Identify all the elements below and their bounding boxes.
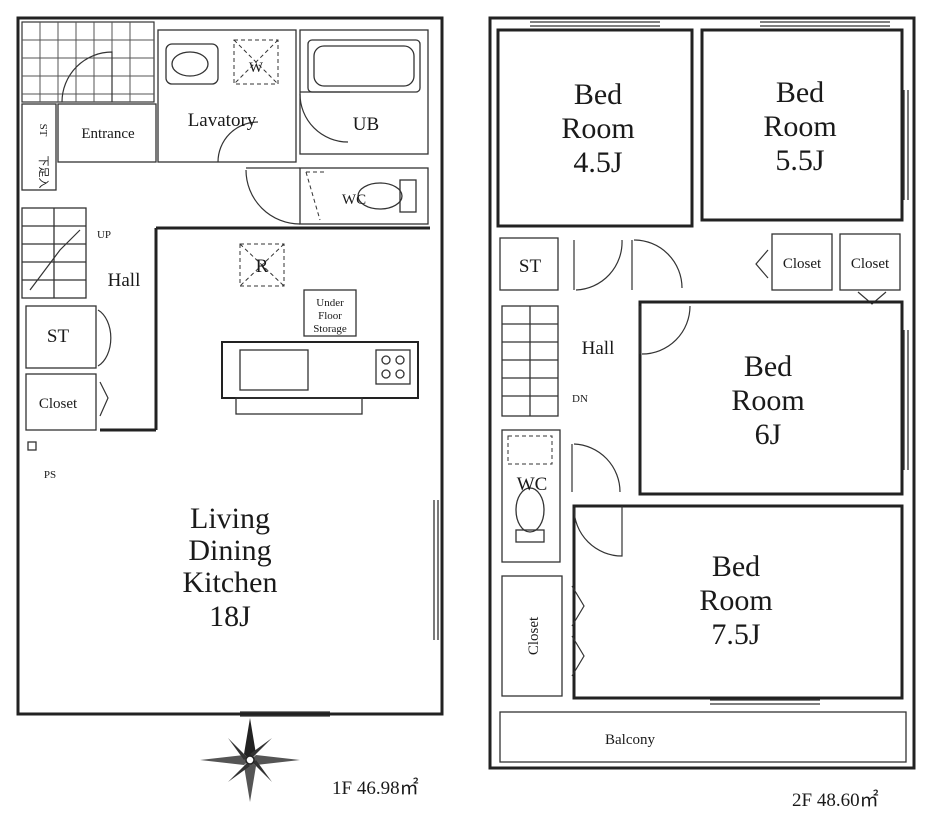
- label-bed3-a: Bed: [744, 350, 792, 383]
- label-ldk-1: Living: [190, 502, 270, 535]
- floor2: [488, 16, 916, 770]
- label-hall-2f: Hall: [582, 338, 615, 359]
- label-under-floor-3: Storage: [313, 323, 347, 335]
- label-bed1-b: Room: [561, 112, 634, 145]
- label-ldk-3: Kitchen: [183, 566, 278, 599]
- label-bed2-a: Bed: [776, 76, 824, 109]
- floor2-outline: [488, 16, 916, 770]
- compass-rose-icon: [200, 718, 300, 802]
- area-1f: 1F 46.98㎡: [332, 776, 419, 799]
- label-hall-1f: Hall: [108, 270, 141, 291]
- label-wc-2f: WC: [517, 474, 548, 495]
- label-ldk-2: Dining: [188, 534, 271, 567]
- label-shoe-jp: 下足入: [37, 156, 49, 189]
- label-bed1-c: 4.5J: [573, 146, 623, 179]
- label-under-floor-2: Floor: [318, 310, 342, 322]
- label-st-2f: ST: [519, 256, 542, 277]
- label-ldk-4: 18J: [209, 600, 251, 633]
- entry-tiles: [21, 21, 155, 103]
- label-r: R: [256, 256, 269, 277]
- label-st-1f: ST: [47, 326, 70, 347]
- label-ps: PS: [44, 469, 56, 481]
- floor1: [16, 16, 444, 717]
- floor1-outline: [16, 16, 444, 716]
- label-entrance: Entrance: [81, 126, 135, 142]
- label-bed4-a: Bed: [712, 550, 760, 583]
- label-washer: W: [249, 60, 264, 76]
- label-lavatory: Lavatory: [188, 110, 257, 131]
- label-bed2-b: Room: [763, 110, 836, 143]
- label-wc-1f: WC: [342, 192, 366, 208]
- label-bed4-c: 7.5J: [711, 618, 761, 651]
- label-bed3-c: 6J: [755, 418, 782, 451]
- label-bed2-c: 5.5J: [775, 144, 825, 177]
- label-up: UP: [97, 229, 111, 241]
- label-balcony: Balcony: [605, 732, 655, 748]
- label-ub: UB: [353, 114, 379, 135]
- label-bed3-b: Room: [731, 384, 804, 417]
- label-bed1-a: Bed: [574, 78, 622, 111]
- label-closet-2f-b: Closet: [851, 256, 890, 272]
- label-shoe-st: ST: [37, 124, 49, 137]
- area-2f: 2F 48.60㎡: [792, 788, 879, 811]
- label-closet-2f-c: Closet: [526, 616, 542, 655]
- label-closet-1f: Closet: [39, 396, 78, 412]
- label-under-floor-1: Under: [316, 297, 344, 309]
- label-dn: DN: [572, 393, 588, 405]
- label-bed4-b: Room: [699, 584, 772, 617]
- label-closet-2f-a: Closet: [783, 256, 822, 272]
